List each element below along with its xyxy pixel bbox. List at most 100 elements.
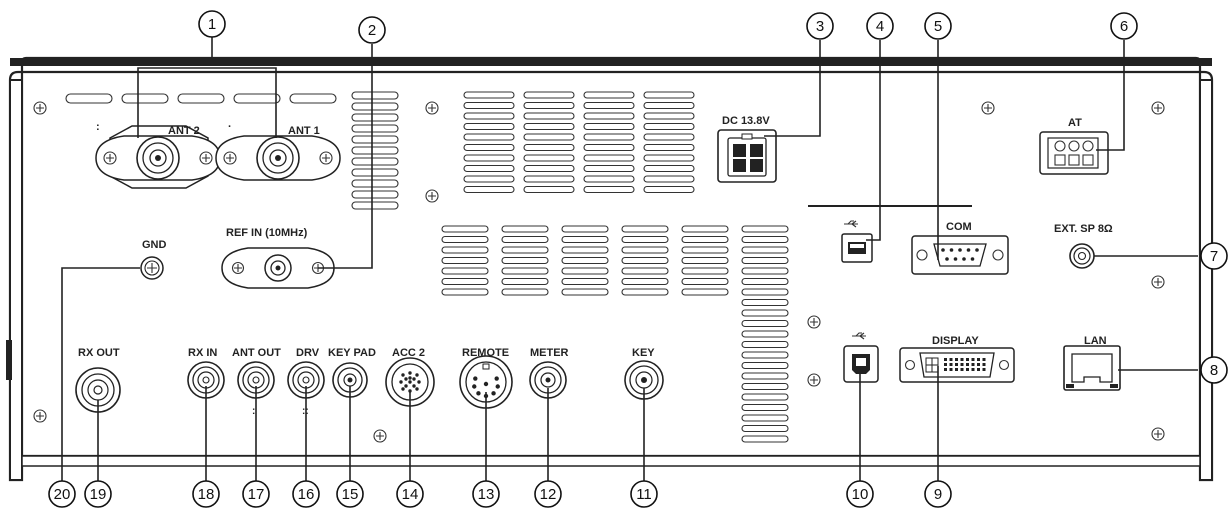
callout-2: 2 xyxy=(358,16,386,44)
vent-slot xyxy=(681,246,729,254)
vent-slot xyxy=(523,122,575,131)
drv-label: DRV xyxy=(296,347,320,359)
vent-slot xyxy=(463,112,515,120)
vent-slot xyxy=(463,133,515,141)
vent-slot xyxy=(351,91,399,100)
vent-slot xyxy=(741,382,789,391)
callout-number: 2 xyxy=(368,22,376,39)
callout-number: 20 xyxy=(54,486,71,503)
vent-slot xyxy=(351,124,399,133)
vent-slot xyxy=(583,185,635,194)
dc-label: DC 13.8V xyxy=(722,115,770,127)
screw-icon xyxy=(425,101,439,115)
vent-slot xyxy=(643,164,695,173)
meter-jack xyxy=(529,361,567,399)
vent-slot xyxy=(741,298,789,307)
vent-slot xyxy=(121,93,169,104)
vent-slot xyxy=(643,185,695,194)
vent-slot xyxy=(621,235,669,244)
vent-slot xyxy=(643,91,695,99)
vent-slot xyxy=(501,277,549,286)
vent-slot xyxy=(681,267,729,275)
callout-number: 6 xyxy=(1120,18,1128,35)
callout-number: 16 xyxy=(298,486,315,503)
vent-slot xyxy=(463,122,515,131)
svg-text::: : xyxy=(96,121,100,133)
vent-slot xyxy=(741,330,789,338)
callout-number: 15 xyxy=(342,486,359,503)
vent-slot xyxy=(463,143,515,152)
vent-slot xyxy=(523,185,575,194)
vent-slot xyxy=(741,372,789,380)
vent-slot xyxy=(501,267,549,275)
ant-out-jack xyxy=(237,361,275,399)
vent-slot xyxy=(523,133,575,141)
usb-symbol-icon xyxy=(852,332,866,340)
ant2-connector xyxy=(95,125,221,189)
usb-a-port-icon xyxy=(841,233,873,263)
vent-slot xyxy=(741,414,789,422)
vent-slot xyxy=(621,267,669,275)
callout-number: 11 xyxy=(636,486,652,503)
callout-17: 17 xyxy=(242,480,270,508)
vent-slot xyxy=(741,319,789,328)
screw-icon xyxy=(33,101,47,115)
ext-sp-jack xyxy=(1069,243,1095,269)
vent-slot xyxy=(441,288,489,296)
callout-19: 19 xyxy=(84,480,112,508)
ant2-label: ANT 2 xyxy=(168,125,200,137)
callout-12: 12 xyxy=(534,480,562,508)
vent-slot xyxy=(561,267,609,275)
callout-15: 15 xyxy=(336,480,364,508)
vent-slot xyxy=(621,288,669,296)
usb-b-port-icon xyxy=(843,345,879,383)
vent-slot xyxy=(65,93,113,104)
key-label: KEY xyxy=(632,347,655,359)
gnd-label: GND xyxy=(142,239,167,251)
screw-icon xyxy=(807,315,821,329)
vent-slot xyxy=(741,277,789,286)
callout-9: 9 xyxy=(924,480,952,508)
vent-slot xyxy=(741,246,789,254)
vent-slot xyxy=(523,143,575,152)
callout-number: 14 xyxy=(402,486,419,503)
vent-slot xyxy=(741,267,789,275)
vent-slot xyxy=(523,112,575,120)
ventilation-slots xyxy=(65,91,789,443)
vent-slot xyxy=(621,246,669,254)
acc2-connector xyxy=(385,357,435,407)
rx-out-label: RX OUT xyxy=(78,347,120,359)
vent-slot xyxy=(177,93,225,104)
screw-icon xyxy=(33,409,47,423)
vent-slot xyxy=(463,175,515,183)
vent-slot xyxy=(463,154,515,162)
ext-sp-label: EXT. SP 8Ω xyxy=(1054,223,1113,235)
callout-number: 10 xyxy=(852,486,869,503)
vent-slot xyxy=(561,246,609,254)
vent-slot xyxy=(351,113,399,122)
callout-number: 1 xyxy=(208,16,216,33)
drv-jack xyxy=(287,361,325,399)
vent-slot xyxy=(501,246,549,254)
leader-lines xyxy=(61,36,1198,482)
callout-5: 5 xyxy=(924,12,952,40)
callout-8: 8 xyxy=(1200,356,1228,384)
vent-slot xyxy=(233,93,281,104)
vent-slot xyxy=(741,351,789,359)
screw-icon xyxy=(373,429,387,443)
ref-in-connector xyxy=(221,247,335,289)
db9-icon xyxy=(911,235,1009,275)
vent-slot xyxy=(741,340,789,349)
rx-in-jack xyxy=(187,361,225,399)
ant1-label: ANT 1 xyxy=(288,125,320,137)
ant-out-label: ANT OUT xyxy=(232,347,281,359)
screw-icon xyxy=(1151,427,1165,441)
chassis xyxy=(6,56,1214,482)
vent-slot xyxy=(501,225,549,233)
vent-slot xyxy=(463,91,515,99)
vent-slot xyxy=(583,112,635,120)
vent-slot xyxy=(351,157,399,166)
